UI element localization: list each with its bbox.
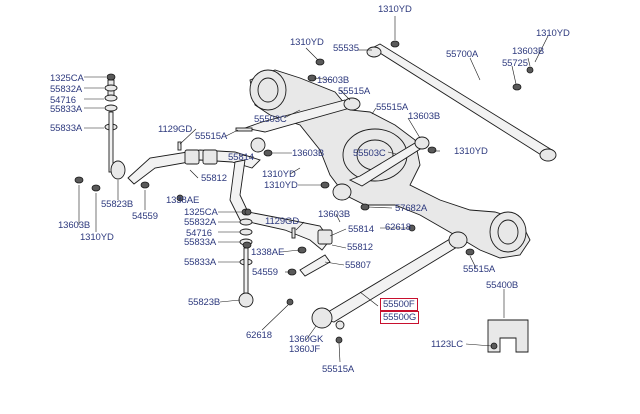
part-label[interactable]: 1310YD <box>264 180 298 191</box>
part-label[interactable]: 55700A <box>446 49 479 60</box>
part-label[interactable]: 55725 <box>502 58 528 69</box>
part-label[interactable]: 1310YD <box>378 4 412 15</box>
part-label-highlighted[interactable]: 55500G <box>380 311 420 324</box>
part-label[interactable]: 62618 <box>385 222 411 233</box>
leader-lines <box>78 16 549 363</box>
upper-lateral-arm <box>366 43 557 162</box>
part-label[interactable]: 54559 <box>132 211 158 222</box>
part-label[interactable]: 13603B <box>58 220 91 231</box>
part-label[interactable]: 55515A <box>376 102 409 113</box>
stabilizer-bar-upper <box>127 149 261 185</box>
part-label[interactable]: 1310YD <box>290 37 324 48</box>
upper-arm-left <box>243 97 361 153</box>
part-label[interactable]: 1129GD <box>158 124 193 135</box>
part-label[interactable]: 1129GD <box>265 216 300 227</box>
part-label[interactable]: 1325CA <box>50 73 84 84</box>
part-label[interactable]: 55503C <box>254 114 287 125</box>
fasteners <box>140 40 534 344</box>
end-link-upper <box>74 73 126 192</box>
part-label[interactable]: 54716 <box>186 228 212 239</box>
part-label[interactable]: 55812 <box>347 242 373 253</box>
part-label[interactable]: 1325CA <box>184 207 218 218</box>
part-label[interactable]: 55515A <box>463 264 496 275</box>
part-label[interactable]: 54716 <box>50 95 76 106</box>
part-label[interactable]: 55823B <box>101 199 134 210</box>
part-label[interactable]: 1123LC <box>431 339 463 350</box>
upper-arm-right <box>332 136 430 201</box>
part-label[interactable]: 55833A <box>184 257 217 268</box>
part-label[interactable]: 1310YD <box>454 146 488 157</box>
stabilizer-bar-lower <box>229 159 333 277</box>
part-label[interactable]: 55833A <box>50 104 83 115</box>
part-label[interactable]: 55515A <box>322 364 355 375</box>
part-label[interactable]: 57682A <box>395 203 428 214</box>
part-label[interactable]: 55515A <box>195 131 228 142</box>
part-label[interactable]: 55832A <box>50 84 83 95</box>
part-label[interactable]: 1310YD <box>262 169 296 180</box>
part-label[interactable]: 55823B <box>188 297 221 308</box>
part-label[interactable]: 55400B <box>486 280 519 291</box>
part-label[interactable]: 55535 <box>333 43 359 54</box>
part-label[interactable]: 1310YD <box>536 28 570 39</box>
part-label[interactable]: 55833A <box>50 123 83 134</box>
part-label[interactable]: 55814 <box>348 224 374 235</box>
part-label[interactable]: 55515A <box>338 86 371 97</box>
part-label[interactable]: 55807 <box>345 260 371 271</box>
bracket-55400b <box>487 319 529 353</box>
part-label[interactable]: 55503C <box>353 148 386 159</box>
part-label[interactable]: 1310YD <box>80 232 114 243</box>
part-label[interactable]: 62618 <box>246 330 272 341</box>
part-label[interactable]: 1360JF <box>289 344 321 355</box>
part-label[interactable]: 13603B <box>292 148 325 159</box>
part-label[interactable]: 1360GK <box>289 334 324 345</box>
part-label[interactable]: 55812 <box>201 173 227 184</box>
part-label-highlighted[interactable]: 55500F <box>380 298 418 311</box>
end-link-lower <box>238 208 254 308</box>
part-label[interactable]: 13603B <box>318 209 351 220</box>
part-label[interactable]: 55833A <box>184 237 217 248</box>
part-label[interactable]: 1338AE <box>166 195 200 206</box>
lower-arm <box>311 231 468 330</box>
part-label[interactable]: 13603B <box>408 111 441 122</box>
part-label[interactable]: 13603B <box>512 46 545 57</box>
part-label[interactable]: 1338AE <box>251 247 285 258</box>
part-label[interactable]: 55814 <box>228 152 254 163</box>
part-label[interactable]: 55832A <box>184 217 217 228</box>
part-label[interactable]: 54559 <box>252 267 278 278</box>
part-label[interactable]: 13603B <box>317 75 350 86</box>
